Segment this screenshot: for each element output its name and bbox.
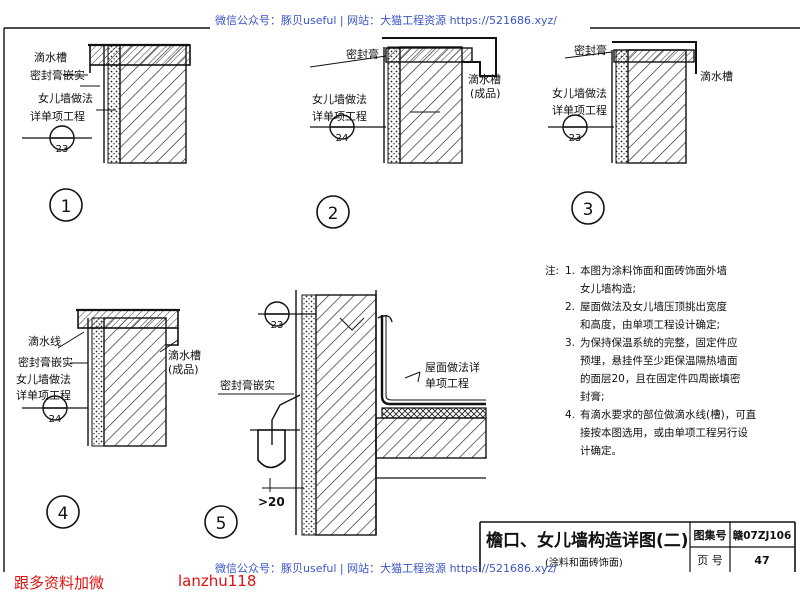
d4-label-1: 滴水线 — [28, 334, 61, 348]
note-3-line-1: 为保持保温系统的完整，固定件应 — [580, 336, 738, 349]
d4-label-4: 详单项工程 — [16, 388, 71, 402]
note-2-num: 2. — [565, 301, 575, 313]
d4-label-3: 女儿墙做法 — [16, 372, 71, 386]
detail-1-number-circle — [49, 188, 83, 222]
d1-number: 1 — [61, 197, 72, 217]
d5-number: 5 — [216, 514, 227, 534]
title-block-page-value: 47 — [754, 554, 769, 567]
d5-ref: 23 — [271, 320, 284, 331]
d2-label-3: (成品) — [470, 87, 501, 100]
note-4-line-1: 有滴水要求的部位做滴水线(槽)，可直 — [580, 408, 757, 421]
d3-label-3: 女儿墙做法 — [552, 86, 607, 100]
note-3-num: 3. — [565, 337, 575, 349]
d4-label-6: (成品) — [168, 363, 199, 376]
d5-label-2: 屋面做法详 — [425, 360, 480, 374]
d1-label-2: 密封膏嵌实 — [30, 68, 85, 82]
title-block-page-label: 页 号 — [697, 554, 723, 567]
notes-prefix: 注: — [545, 264, 559, 277]
detail-5-roof-slab — [375, 417, 487, 459]
detail-1 — [22, 43, 191, 222]
d1-label-4: 详单项工程 — [30, 109, 85, 123]
note-1-line-2: 女儿墙构造; — [580, 282, 636, 295]
d4-ref: 24 — [49, 414, 62, 425]
detail-5-hanger — [271, 394, 301, 445]
title-block-set-value: 赣07ZJ106 — [733, 529, 792, 542]
d3-number: 3 — [583, 200, 594, 220]
note-4-line-3: 计确定。 — [580, 444, 622, 457]
note-1-num: 1. — [565, 265, 575, 277]
d4-label-5: 滴水槽 — [168, 348, 201, 362]
d2-number: 2 — [328, 204, 339, 224]
d2-label-5: 详单项工程 — [312, 109, 367, 123]
note-2-line-2: 和高度，由单项工程设计确定; — [580, 318, 720, 331]
title-block-title: 檐口、女儿墙构造详图(二) — [486, 530, 689, 551]
d1-label-3: 女儿墙做法 — [38, 91, 93, 105]
d3-ref: 23 — [569, 133, 582, 144]
detail-5-gutter — [257, 429, 286, 469]
detail-1-coping — [89, 44, 191, 66]
title-block-set-label: 图集号 — [694, 528, 727, 542]
note-1-line-1: 本图为涂料饰面和面砖饰面外墙 — [580, 264, 727, 277]
note-3-line-3: 的面层20，且在固定件四周嵌填密 — [580, 372, 741, 385]
d1-ref: 23 — [56, 144, 69, 155]
title-block-subtitle: (涂料和面砖饰面) — [545, 556, 623, 569]
d3-label-1: 密封膏 — [574, 43, 607, 57]
d1-label-1: 滴水槽 — [34, 50, 67, 64]
d2-ref: 24 — [336, 133, 349, 144]
d5-label-3: 单项工程 — [425, 377, 469, 390]
d4-label-2: 密封膏嵌实 — [18, 355, 73, 369]
detail-5 — [204, 290, 487, 539]
d2-label-4: 女儿墙做法 — [312, 92, 367, 106]
notes: 注: 1. 本图为涂料饰面和面砖饰面外墙 女儿墙构造; 2. 屋面做法及女儿墙压… — [545, 264, 757, 457]
watermark-top: 微信公众号：豚贝useful | 网站：大猫工程资源 https://52168… — [215, 14, 557, 27]
detail-5-roof-insulation — [381, 407, 487, 419]
note-4-line-2: 接按本图选用，或由单项工程另行设 — [580, 426, 748, 439]
detail-3 — [548, 41, 697, 225]
d4-number: 4 — [58, 504, 69, 524]
d3-label-4: 详单项工程 — [552, 103, 607, 117]
title-block — [479, 521, 796, 572]
detail-4 — [22, 308, 180, 529]
d5-dim: >20 — [258, 495, 285, 509]
note-2-line-1: 屋面做法及女儿墙压顶挑出宽度 — [580, 300, 727, 313]
footer-contact-label: 跟多资料加微 — [14, 574, 105, 592]
footer-contact-id: lanzhu118 — [178, 572, 257, 590]
d2-label-2: 滴水槽 — [468, 72, 501, 86]
note-3-line-2: 预埋，悬挂件至少距保温隔热墙面 — [580, 354, 738, 367]
detail-2 — [309, 37, 497, 229]
note-4-num: 4. — [565, 409, 575, 421]
detail-5-membrane — [380, 315, 486, 406]
d5-label-1: 密封膏嵌实 — [220, 378, 275, 392]
watermark-bottom: 微信公众号：豚贝useful | 网站：大猫工程资源 https://52168… — [215, 562, 557, 575]
note-3-line-4: 封膏; — [580, 390, 605, 403]
d2-label-1: 密封膏 — [346, 47, 379, 61]
d3-label-2: 滴水槽 — [700, 69, 733, 83]
